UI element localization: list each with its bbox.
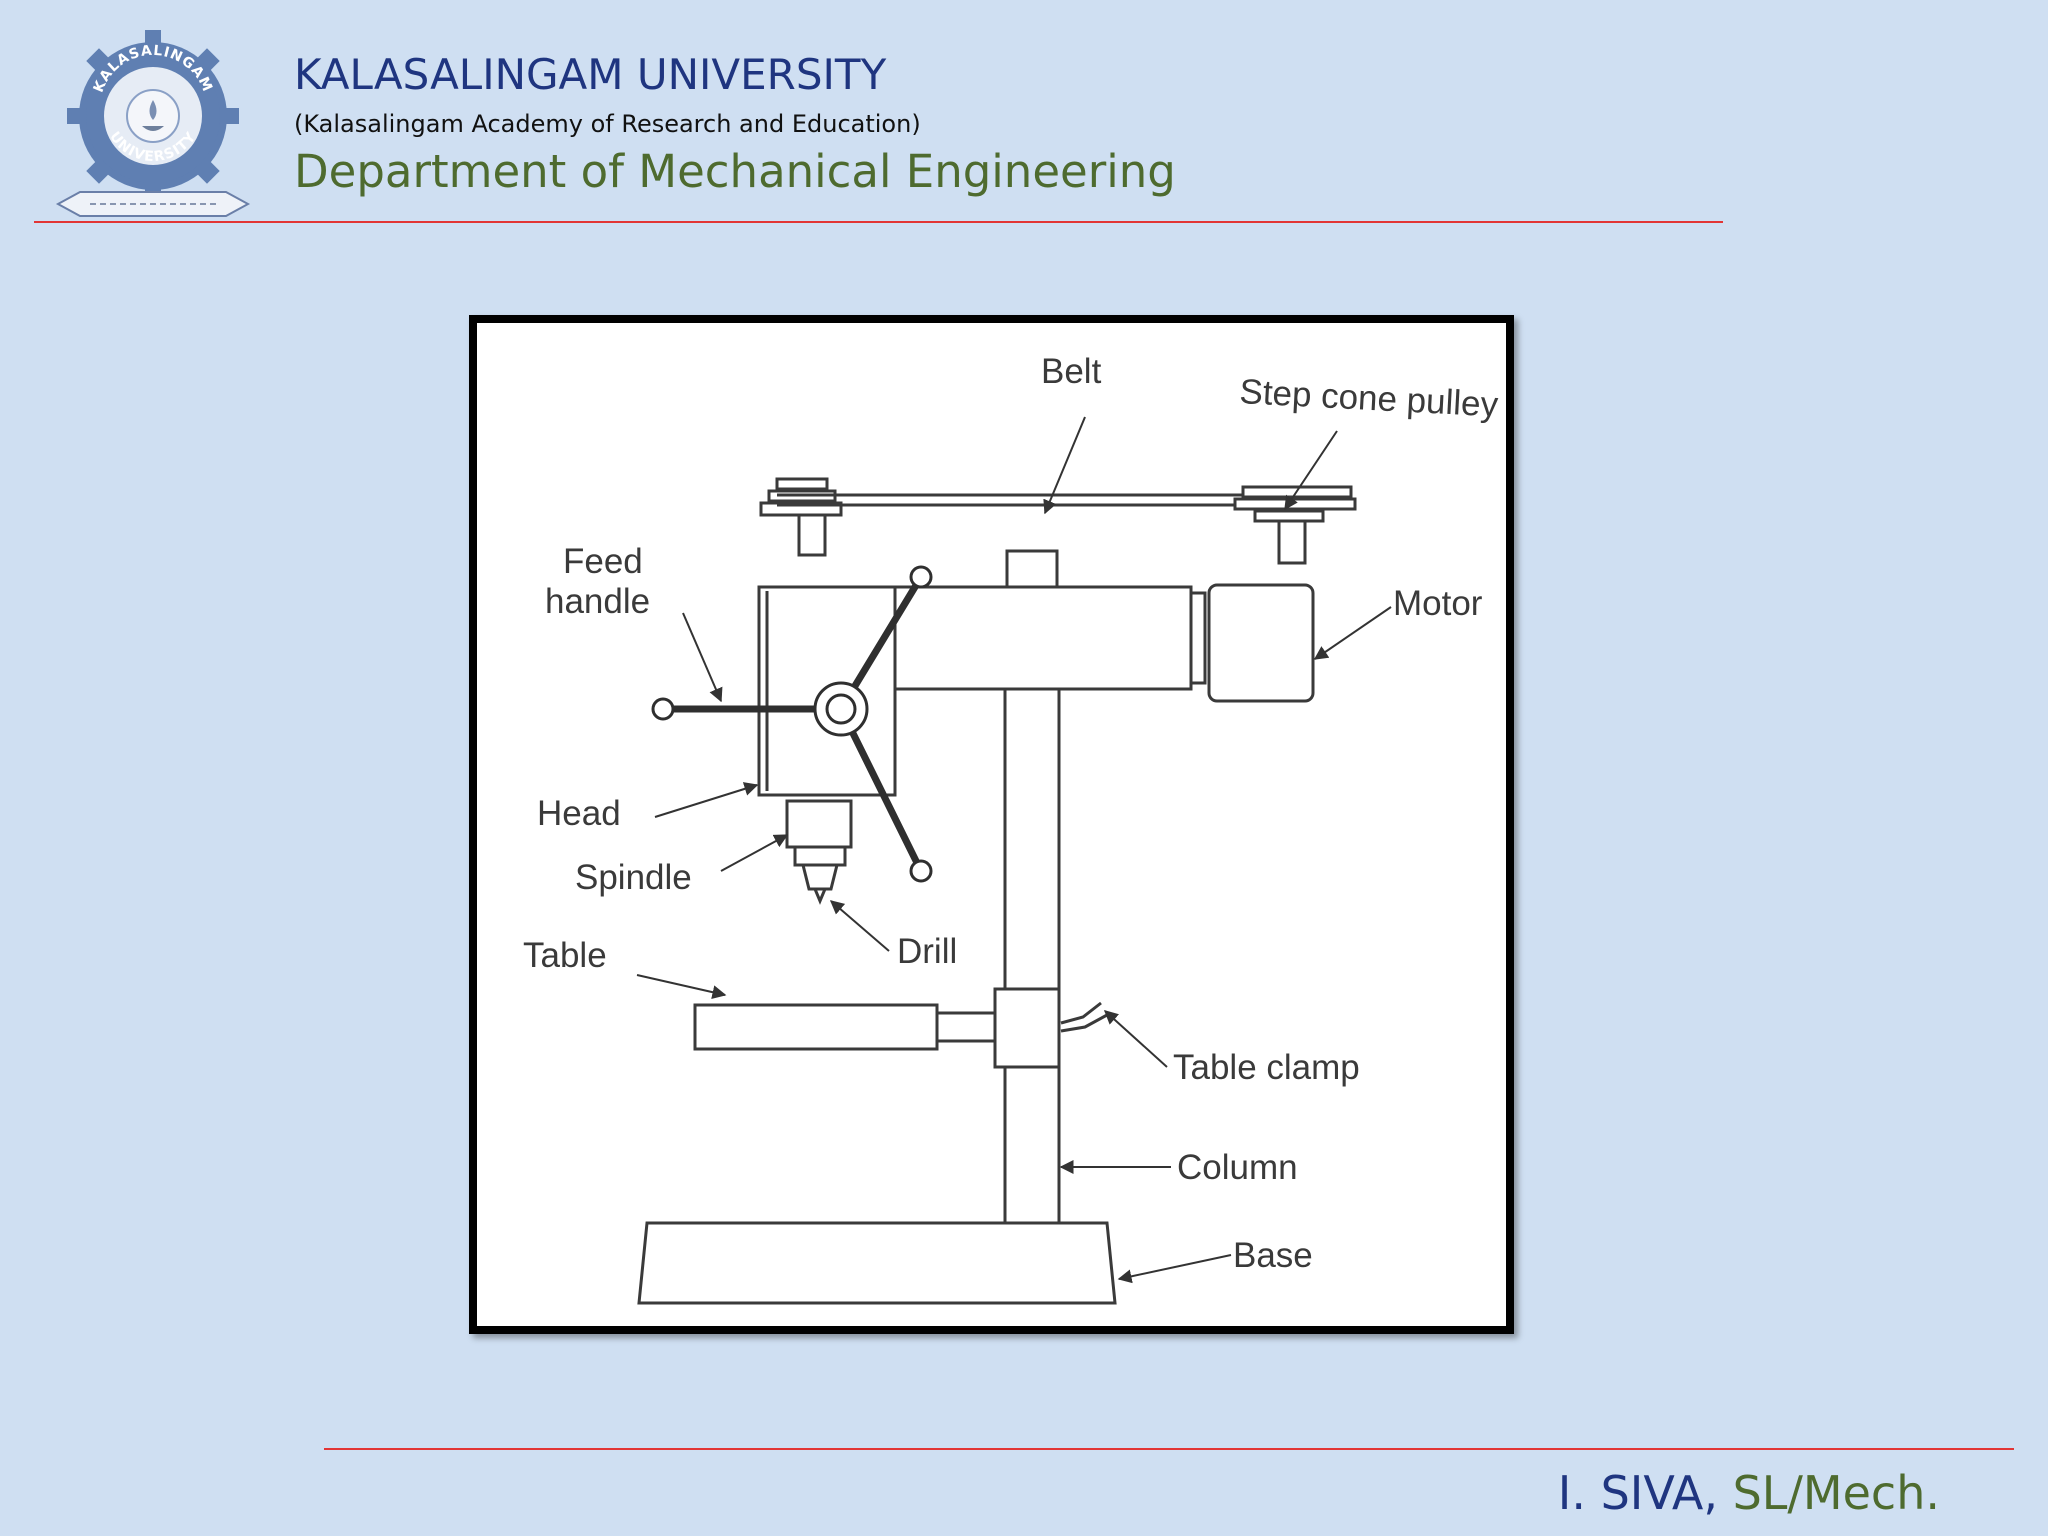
label-handle: handle	[545, 582, 650, 621]
label-table-clamp: Table clamp	[1173, 1048, 1360, 1087]
author-name: I. SIVA,	[1557, 1466, 1733, 1520]
footer-author: I. SIVA, SL/Mech.	[1558, 1466, 1940, 1520]
author-role: SL/Mech.	[1732, 1466, 1940, 1520]
label-feed: Feed	[563, 542, 643, 581]
label-column: Column	[1177, 1148, 1298, 1187]
university-logo: KALASALINGAM UNIVERSITY	[50, 28, 256, 218]
university-subtitle: (Kalasalingam Academy of Research and Ed…	[294, 110, 921, 138]
drilling-machine-diagram: Belt Step cone pulley Feed handle Motor …	[469, 315, 1514, 1334]
label-spindle: Spindle	[575, 858, 692, 897]
label-motor: Motor	[1393, 584, 1483, 623]
label-step-cone-pulley: Step cone pulley	[1239, 372, 1500, 425]
label-base: Base	[1233, 1236, 1313, 1275]
label-table: Table	[523, 936, 607, 975]
header-divider	[34, 221, 1723, 223]
label-head: Head	[537, 794, 621, 833]
label-drill: Drill	[897, 932, 957, 971]
label-belt: Belt	[1041, 352, 1102, 391]
university-name: KALASALINGAM UNIVERSITY	[294, 50, 887, 99]
footer-divider	[324, 1448, 2014, 1450]
department-name: Department of Mechanical Engineering	[294, 145, 1176, 198]
